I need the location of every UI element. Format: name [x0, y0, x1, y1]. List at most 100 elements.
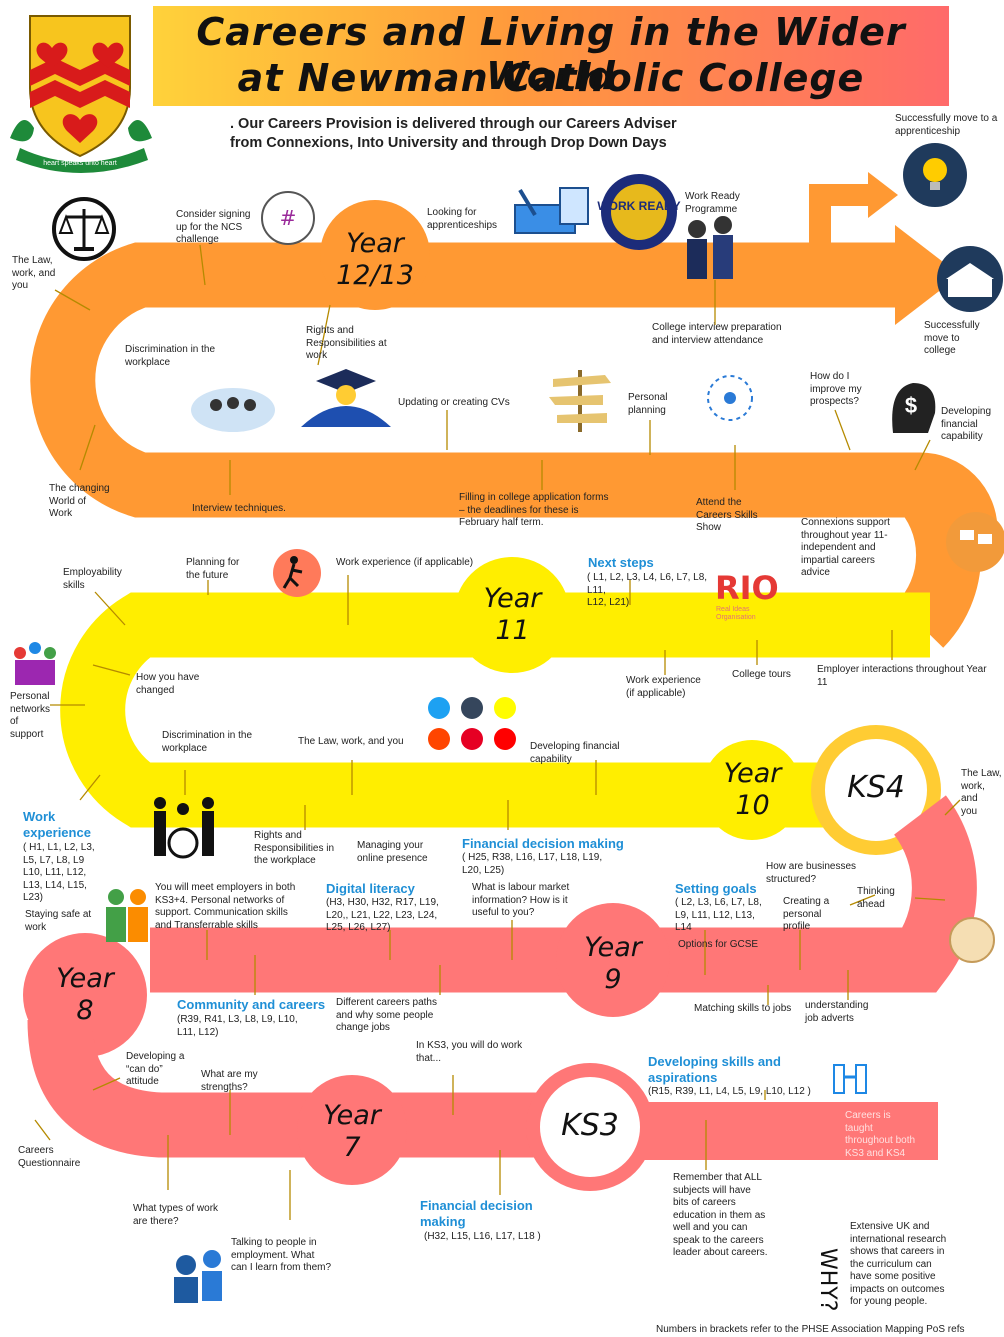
- advice-icon: [946, 512, 1004, 572]
- work-experience-refs: ( H1, L1, L2, L3, L5, L7, L8, L9 L10, L1…: [23, 842, 95, 903]
- community-careers-refs: (R39, R41, L3, L8, L9, L10, L11, L12): [177, 1014, 298, 1038]
- discrimination-label: Discrimination in the workplace: [125, 344, 216, 368]
- y10-law-label: The Law, work, and you: [298, 736, 404, 747]
- rights-label: Rights and Responsibilities at work: [306, 325, 387, 361]
- labour-market-label: What is labour market information? How i…: [472, 882, 570, 918]
- college-tours-label: College tours: [732, 669, 791, 680]
- year-9-circle: [556, 903, 670, 1017]
- thinking-ahead-label: Thinking ahead: [857, 886, 895, 910]
- network-icon: [707, 375, 753, 421]
- ncs-label: Consider signing up for the NCS challeng…: [176, 209, 251, 245]
- college-building-icon: [937, 246, 1003, 312]
- rio-subtitle: Real Ideas Organisation: [716, 606, 756, 621]
- meet-employers-label: You will meet employers in both KS3+4. P…: [155, 882, 296, 931]
- employability-label: Employability skills: [63, 567, 122, 591]
- connexions-label: Connexions support throughout year 11- i…: [801, 517, 890, 578]
- skills-show-label: Attend the Careers Skills Show: [696, 497, 758, 533]
- rio-logo: RIO: [715, 569, 779, 607]
- title-banner: Careers and Living in the Wider World at…: [153, 6, 949, 106]
- job-adverts-label: understanding job adverts: [805, 1000, 869, 1024]
- talking-people-label: Talking to people in employment. What ca…: [231, 1237, 332, 1273]
- signpost-icon: [549, 370, 611, 432]
- crowd-icon: [14, 642, 56, 685]
- year-1213-circle: [320, 200, 430, 310]
- matching-skills-label: Matching skills to jobs: [694, 1003, 792, 1014]
- pinterest-icon: [461, 728, 483, 750]
- personal-networks-label: Personal networks of support: [10, 691, 51, 740]
- interview-techniques-label: Interview techniques.: [192, 503, 286, 514]
- year-11-circle: [454, 557, 570, 673]
- skills-aspirations-heading: Developing skills and aspirations: [648, 1054, 781, 1085]
- digital-literacy-heading: Digital literacy: [326, 881, 415, 896]
- cvs-label: Updating or creating CVs: [398, 397, 510, 408]
- types-of-work-label: What types of work are there?: [133, 1203, 219, 1227]
- setting-goals-refs: ( L2, L3, L6, L7, L8, L9, L11, L12, L13,…: [675, 897, 762, 933]
- careers-taught-label: Careers is taught throughout both KS3 an…: [845, 1110, 916, 1159]
- reddit-icon: [428, 728, 450, 750]
- running-man-icon: [273, 549, 321, 597]
- apprenticeship-label: Successfully move to a apprenticeship: [895, 113, 998, 137]
- businesses-label: How are businesses structured?: [766, 861, 857, 885]
- financial-capability-label: Developing financial capability: [941, 406, 992, 442]
- work-experience-2-label: Work experience (if applicable): [626, 675, 701, 699]
- work-ready-badge-text: WORK READY: [597, 199, 680, 213]
- footer-note: Numbers in brackets refer to the PHSE As…: [656, 1324, 965, 1335]
- college-label: Successfully move to college: [924, 320, 980, 356]
- handshake-icon: [833, 1064, 867, 1094]
- graduate-icon: [301, 369, 391, 427]
- snapchat-icon: [494, 697, 516, 719]
- scales-icon: [52, 197, 116, 261]
- y10-law-right-label: The Law, work, and you: [961, 768, 1002, 817]
- work-ready-label: Work Ready Programme: [685, 191, 740, 215]
- hands-up-crowd-icon: [949, 917, 995, 963]
- social-media-icons: [428, 697, 516, 750]
- finance-head-icon: $: [892, 383, 936, 433]
- work-experience-label: Work experience (if applicable): [336, 557, 474, 568]
- y10-fdm-refs: ( H25, R38, L16, L17, L18, L19, L20, L25…: [462, 852, 603, 876]
- application-forms-label: Filling in college application forms – t…: [459, 492, 609, 528]
- changing-world-label: The changing World of Work: [49, 483, 110, 519]
- careers-questionnaire-label: Careers Questionnaire: [18, 1145, 81, 1169]
- why-label: WHY?: [815, 1248, 840, 1312]
- page-title-line2: at Newman Catholic College: [237, 56, 865, 100]
- y7-fdm-refs: (H32, L15, L16, L17, L18 ): [424, 1231, 541, 1242]
- y10-fdm-heading: Financial decision making: [462, 836, 624, 851]
- gcse-options-label: Options for GCSE: [678, 939, 759, 950]
- svg-text:#: #: [280, 206, 297, 230]
- college-crest: heart speaks unto heart: [10, 15, 152, 173]
- community-careers-heading: Community and careers: [177, 997, 326, 1012]
- staying-safe-label: Staying safe at work: [25, 909, 92, 933]
- strengths-label: What are my strengths?: [201, 1069, 258, 1093]
- toolbox-icon: [514, 187, 589, 234]
- skills-aspirations-refs: (R15, R39, L1, L4, L5, L9, L10, L12 ): [648, 1086, 811, 1097]
- y7-fdm-heading: Financial decision making: [420, 1198, 533, 1229]
- can-do-label: Developing a “can do” attitude: [126, 1051, 185, 1087]
- year-7-label: Year 7: [323, 1100, 381, 1163]
- y10-rights-label: Rights and Responsibilities in the workp…: [254, 830, 335, 866]
- year-11-label: Year 11: [483, 583, 542, 646]
- online-presence-label: Managing your online presence: [357, 840, 428, 864]
- businesspeople-icon: [687, 216, 733, 279]
- meeting-icon: [191, 388, 275, 432]
- y10-financial-label: Developing financial capability: [530, 741, 620, 765]
- colleagues-icon: [106, 889, 148, 942]
- conversation-icon: [174, 1250, 222, 1303]
- ncs-badge-icon: #: [261, 191, 315, 245]
- people-silhouettes-icon: [154, 797, 214, 859]
- svg-text:$: $: [905, 393, 917, 418]
- interview-prep-label: College interview preparation and interv…: [652, 322, 782, 346]
- employer-interactions-label: Employer interactions throughout Year 11: [817, 664, 987, 688]
- ks3-work-label: In KS3, you will do work that...: [416, 1040, 523, 1064]
- twitter-icon: [428, 697, 450, 719]
- ks4-ring: [811, 725, 941, 855]
- work-ready-badge-icon: WORK READY: [597, 174, 681, 250]
- how-changed-label: How you have changed: [136, 672, 200, 696]
- setting-goals-heading: Setting goals: [675, 881, 757, 896]
- year-9-label: Year 9: [584, 932, 642, 995]
- research-label: Extensive UK and international research …: [850, 1221, 947, 1307]
- work-experience-heading: Work experience: [23, 809, 91, 840]
- road-arrow-head: [895, 225, 960, 325]
- remember-label: Remember that ALL subjects will have bit…: [673, 1172, 768, 1258]
- youtube-icon: [494, 728, 516, 750]
